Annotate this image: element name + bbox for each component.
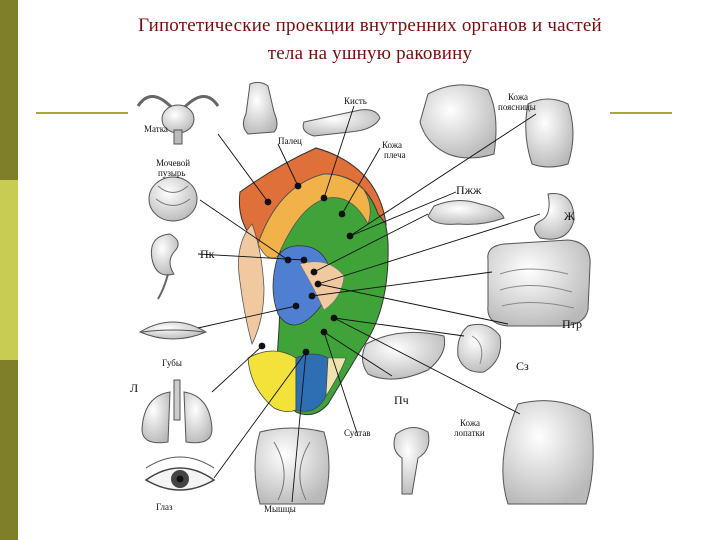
liver-drawing	[362, 331, 446, 380]
label-kozha-poyasnicy-1: Кожа	[508, 92, 528, 102]
ear-projection-figure: Матка Мочевой пузырь Пк Губы Л Глаз Пале…	[128, 74, 598, 516]
label-bladder-2: пузырь	[158, 168, 186, 178]
pancreas-drawing	[427, 200, 505, 225]
back-drawing	[525, 98, 574, 168]
intestine-drawing	[487, 239, 591, 327]
slide-title: Гипотетические проекции внутренних орган…	[40, 12, 700, 68]
side-bar-middle	[0, 180, 18, 360]
stomach-drawing	[534, 193, 575, 240]
label-zh: Ж	[564, 209, 575, 223]
title-line-1: Гипотетические проекции внутренних орган…	[138, 15, 602, 36]
label-palec: Палец	[278, 136, 302, 146]
leader-lines	[197, 105, 541, 503]
label-sustav: Сустав	[344, 428, 371, 438]
label-myshcy: Мышцы	[264, 504, 296, 514]
label-pch: Пч	[394, 393, 409, 407]
spleen-drawing	[457, 323, 502, 373]
label-kist: Кисть	[344, 96, 367, 106]
label-bladder-1: Мочевой	[156, 158, 190, 168]
lungs-drawing	[141, 379, 213, 444]
joint-drawing	[393, 427, 430, 495]
label-kozha-lopatki-2: лопатки	[454, 428, 485, 438]
ear	[238, 147, 389, 416]
muscle-drawing	[254, 427, 330, 505]
ear-fossa	[299, 261, 345, 311]
ear-diagram: Матка Мочевой пузырь Пк Губы Л Глаз Пале…	[130, 81, 594, 514]
side-bar-bottom	[0, 360, 18, 540]
title-rule-right	[610, 112, 672, 114]
ear-antihelix	[257, 173, 371, 259]
label-kozha-lopatki-1: Кожа	[460, 418, 480, 428]
label-guby: Губы	[162, 358, 182, 368]
lips-drawing	[138, 321, 208, 340]
shoulder-drawing	[419, 84, 497, 159]
labels: Матка Мочевой пузырь Пк Губы Л Глаз Пале…	[130, 92, 582, 514]
label-pzhzh: Пжж	[456, 183, 482, 197]
title-rule-left	[36, 112, 128, 114]
ear-lobe-yellow	[247, 350, 297, 412]
bladder-drawing	[148, 176, 198, 222]
label-sz: Сз	[516, 359, 529, 373]
shoulder-blade-drawing	[502, 400, 594, 505]
kidney-drawing	[150, 233, 179, 300]
foot-drawing	[242, 81, 278, 135]
label-pk: Пк	[200, 247, 215, 261]
side-bar-top	[0, 0, 18, 180]
label-l: Л	[130, 381, 138, 395]
label-ptr: Птр	[562, 317, 582, 331]
hand-drawing	[302, 109, 381, 137]
ear-tragus	[238, 223, 265, 346]
eye-drawing	[144, 456, 216, 491]
title-line-2: тела на ушную раковину	[267, 43, 473, 64]
label-kozha-plecha-2: плеча	[384, 150, 406, 160]
label-kozha-poyasnicy-2: поясницы	[498, 102, 536, 112]
uterus-drawing	[136, 95, 220, 145]
label-kozha-plecha-1: Кожа	[382, 140, 402, 150]
label-matka: Матка	[144, 124, 168, 134]
label-glaz: Глаз	[156, 502, 173, 512]
